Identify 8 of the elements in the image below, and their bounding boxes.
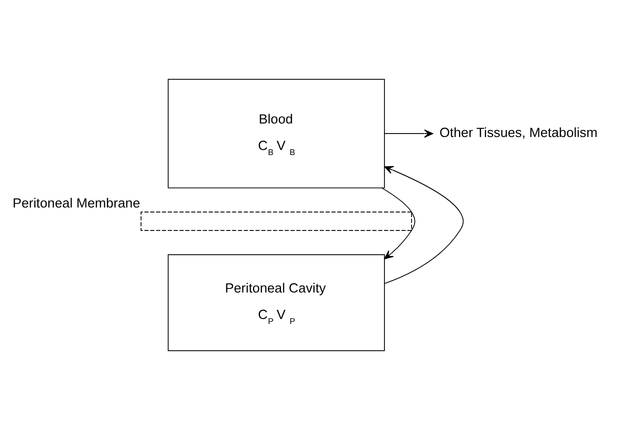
node-label: Peritoneal Membrane: [12, 195, 140, 210]
node-text: Other Tissues, Metabolism: [440, 124, 598, 140]
arrow: [384, 166, 464, 284]
node-band: [140, 211, 412, 230]
arrow: [384, 128, 434, 138]
node-box: Peritoneal Cavity C$_{P}$ V$_{P}$: [168, 254, 385, 351]
arrow: [381, 187, 416, 259]
node-box: Blood C$_{B}$ V$_{B}$: [168, 78, 385, 188]
